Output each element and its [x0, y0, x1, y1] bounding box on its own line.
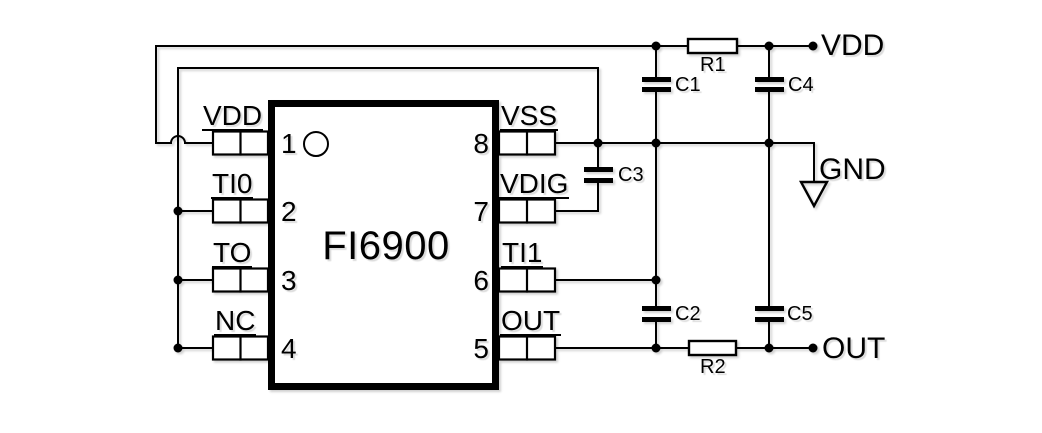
pin-number-7: 7 — [473, 196, 489, 227]
junction-dots — [173, 41, 818, 353]
pin-number-3: 3 — [281, 265, 297, 296]
ic-body — [268, 100, 499, 390]
pin-label-out: OUT — [500, 305, 562, 336]
label-r2: R2 — [700, 356, 726, 378]
pad-pin1 — [211, 130, 270, 156]
chip-name: FI6900 — [322, 224, 450, 268]
pad-pin7 — [497, 198, 557, 224]
label-c5: C5 — [787, 303, 813, 325]
pad-pin8 — [497, 130, 557, 156]
terminal-label-out: OUT — [822, 332, 886, 365]
capacitor-c3 — [584, 167, 613, 183]
pad-pin3 — [211, 267, 270, 293]
gnd-symbol-icon — [798, 180, 830, 209]
capacitor-c2 — [642, 306, 671, 322]
pin-number-1: 1 — [281, 128, 297, 159]
pad-pin4 — [211, 335, 270, 361]
pin-label-vss: VSS — [500, 100, 559, 131]
pin-number-6: 6 — [473, 265, 489, 296]
label-c2: C2 — [675, 303, 701, 325]
capacitor-c4 — [755, 77, 784, 92]
label-c4: C4 — [788, 74, 814, 96]
wire-vss-gnd-rail — [554, 142, 815, 183]
pin-number-2: 2 — [281, 196, 297, 227]
pin1-indicator-icon — [303, 131, 329, 157]
resistor-r2 — [687, 339, 738, 357]
label-c1: C1 — [675, 74, 701, 96]
capacitor-c1 — [642, 77, 671, 92]
terminal-label-gnd: GND — [819, 153, 886, 186]
pin-number-4: 4 — [281, 333, 297, 364]
resistor-r1 — [686, 37, 739, 55]
pad-pin5 — [497, 335, 557, 361]
pin-number-5: 5 — [473, 333, 489, 364]
pin-label-vdd: VDD — [202, 100, 264, 131]
pin-label-nc: NC — [214, 305, 257, 336]
wire-vdd-loop — [155, 45, 814, 144]
pin-label-ti1: TI1 — [501, 237, 544, 268]
pin-label-vdig: VDIG — [499, 168, 570, 199]
pad-pin2 — [211, 198, 270, 224]
label-r1: R1 — [700, 54, 726, 76]
capacitor-c5 — [755, 306, 784, 322]
pad-pin6 — [497, 267, 557, 293]
terminal-label-vdd: VDD — [821, 29, 885, 62]
pin-label-to: TO — [212, 237, 253, 268]
pin-number-8: 8 — [473, 128, 489, 159]
pin-label-ti0: TI0 — [211, 168, 254, 199]
label-c3: C3 — [618, 164, 644, 186]
